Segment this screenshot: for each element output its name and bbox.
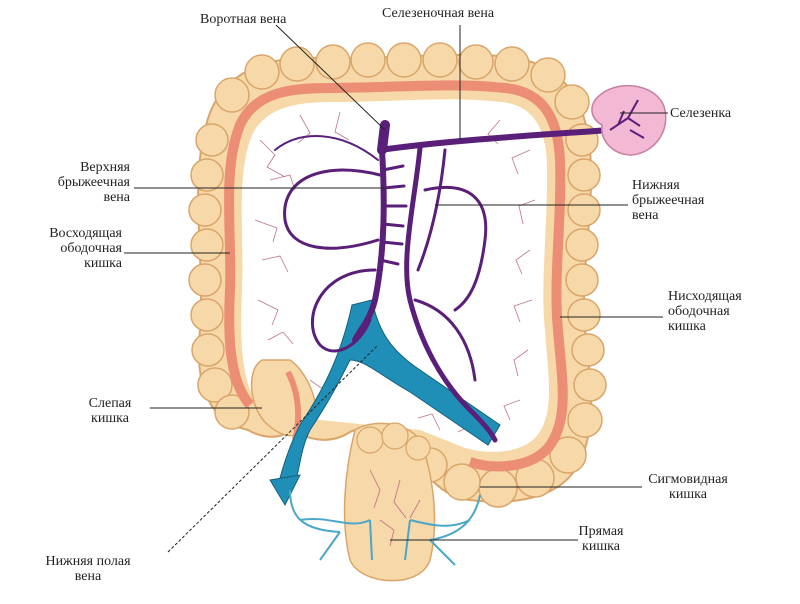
label-sup-mesenteric-vein: Верхняя брыжеечная вена (38, 160, 130, 205)
label-spleen: Селезенка (670, 106, 731, 121)
spleen (592, 86, 666, 155)
label-ascending-colon: Восходящая ободочная кишка (18, 226, 122, 271)
label-portal-vein: Воротная вена (200, 12, 286, 27)
label-inferior-vena-cava: Нижняя полая вена (28, 554, 148, 584)
rectum (345, 423, 435, 581)
label-sigmoid-colon: Сигмовидная кишка (628, 472, 748, 502)
label-descending-colon: Нисходящая ободочная кишка (668, 289, 742, 334)
label-cecum: Слепая кишка (70, 396, 150, 426)
label-rectum: Прямая кишка (566, 524, 636, 554)
label-splenic-vein: Селезеночная вена (382, 6, 494, 21)
label-inf-mesenteric-vein: Нижняя брыжеечная вена (632, 178, 704, 223)
